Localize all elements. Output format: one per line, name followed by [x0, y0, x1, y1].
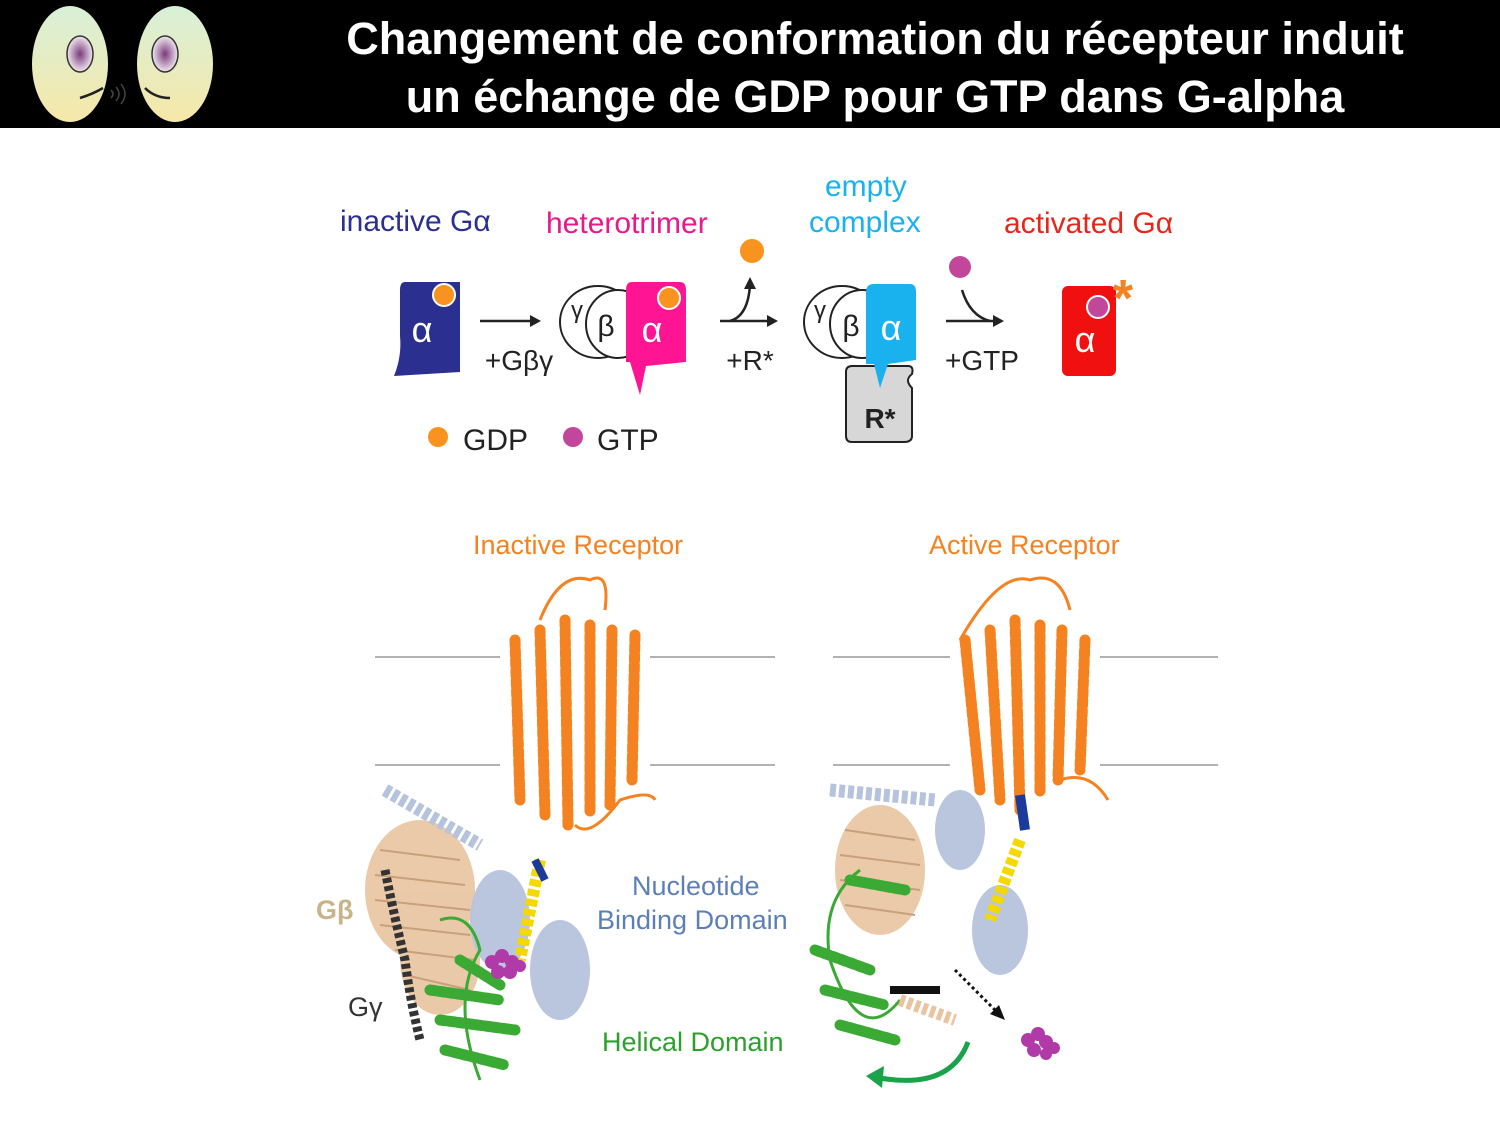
empty-complex-gamma: γ [814, 297, 826, 324]
inactive-gdp-spheres [485, 949, 526, 979]
title-line-1: Changement de conformation du récepteur … [346, 13, 1404, 64]
step-add-gtp: +GTP [945, 345, 1019, 376]
label-inactive-receptor: Inactive Receptor [473, 530, 684, 560]
heterotrimer-gdp-dot [657, 286, 681, 310]
released-gdp-dot [740, 239, 764, 263]
receptor-label: R* [864, 403, 895, 434]
inactive-galpha-alpha: α [412, 309, 433, 350]
legend-gtp-label: GTP [597, 424, 659, 457]
inactive-receptor-structure [509, 614, 641, 831]
helical-rotation-arrow [879, 1041, 971, 1083]
released-gdp-spheres [1021, 1027, 1060, 1060]
label-nbd-line1: Nucleotide [632, 871, 760, 901]
label-ggamma: Gγ [348, 992, 383, 1022]
inactive-nbd-structure [470, 870, 590, 1020]
active-nbd-structure [935, 790, 1028, 975]
empty-complex-beta: β [842, 310, 859, 343]
empty-complex-alpha: α [881, 307, 902, 348]
label-gbeta: Gβ [316, 895, 354, 925]
inactive-helical-structure [424, 954, 521, 1071]
label-empty: empty [825, 170, 907, 203]
label-nbd-line2: Binding Domain [597, 905, 788, 935]
label-active-receptor: Active Receptor [929, 530, 1120, 560]
legend-gtp-dot [563, 427, 583, 447]
empty-complex-galpha-shape [866, 284, 916, 388]
activated-star: * [1113, 270, 1134, 328]
receptor-shape [845, 365, 914, 443]
inactive-gbeta-structure [365, 820, 480, 1015]
activation-scheme: α +Gβγ γ β α +R* γ β R* α +GTP α * GDP G… [394, 239, 1134, 457]
title-line-2: un échange de GDP pour GTP dans G-alpha [405, 71, 1345, 122]
heterotrimer-beta: β [597, 310, 614, 343]
active-receptor-structure [959, 614, 1091, 816]
label-inactive-galpha: inactive Gα [340, 205, 491, 238]
incoming-gtp-dot [949, 256, 971, 278]
slide-title: Changement de conformation du récepteur … [250, 10, 1500, 126]
label-activated-galpha: activated Gα [1004, 207, 1174, 240]
label-complex: complex [809, 206, 921, 239]
inactive-gdp-dot [432, 283, 456, 307]
heterotrimer-alpha: α [642, 309, 663, 350]
heterotrimer-gamma: γ [571, 297, 583, 324]
activated-gtp-dot [1086, 295, 1110, 319]
active-helical-structure [809, 874, 911, 1046]
inactive-ggamma-structure [380, 869, 425, 1042]
legend-gdp-dot [428, 427, 448, 447]
membrane-lines [375, 656, 1218, 766]
legend-gdp-label: GDP [463, 424, 528, 457]
label-helical-domain: Helical Domain [602, 1027, 784, 1057]
label-heterotrimer: heterotrimer [546, 207, 708, 240]
step-add-receptor: +R* [726, 345, 774, 376]
heterotrimer-galpha-shape [626, 282, 686, 395]
step-add-gbetagamma: +Gβγ [485, 345, 553, 376]
activated-galpha-alpha: α [1075, 319, 1096, 360]
title-bar: Changement de conformation du récepteur … [0, 0, 1500, 128]
talking-faces-logo-icon [32, 6, 213, 122]
